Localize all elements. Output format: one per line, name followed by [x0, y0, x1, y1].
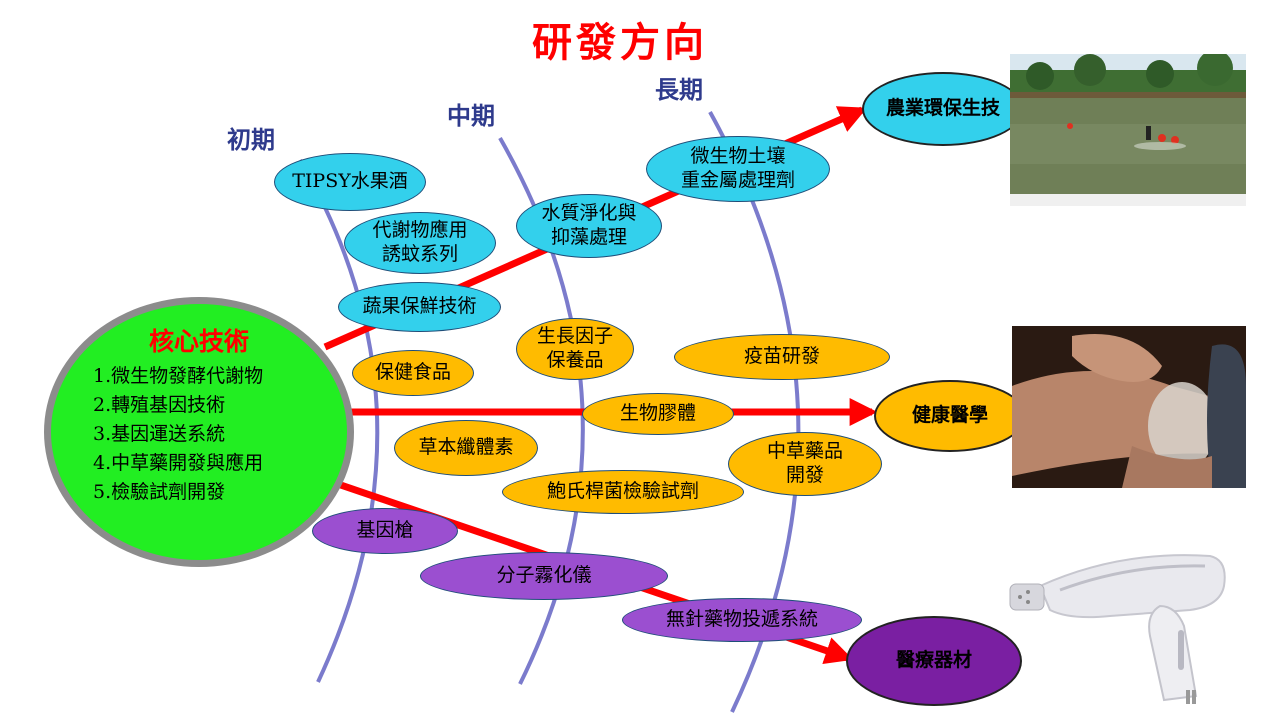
core-list: 1.微生物發酵代謝物 2.轉殖基因技術 3.基因運送系統 4.中草藥開發與應用 … — [93, 362, 263, 507]
node-bio-colloid: 生物膠體 — [582, 393, 734, 435]
goal-medical-device: 醫療器材 — [846, 616, 1022, 706]
core-item: 4.中草藥開發與應用 — [93, 452, 264, 474]
node-tipsy-wine: TIPSY水果酒 — [274, 153, 426, 211]
core-title: 核心技術 — [148, 327, 249, 356]
node-health-food: 保健食品 — [352, 350, 474, 396]
skin-patch-photo — [1012, 326, 1246, 488]
node-growth-factor: 生長因子保養品 — [516, 318, 634, 380]
core-technology: 核心技術 1.微生物發酵代謝物 2.轉殖基因技術 3.基因運送系統 4.中草藥開… — [44, 297, 354, 567]
node-water-purification: 水質淨化與抑藻處理 — [516, 194, 662, 258]
node-produce-preservation: 蔬果保鮮技術 — [338, 282, 501, 332]
node-herbal-drug: 中草藥品開發 — [728, 432, 882, 496]
node-vaccine: 疫苗研發 — [674, 334, 890, 380]
core-item: 3.基因運送系統 — [93, 423, 226, 445]
phase-label-mid: 中期 — [447, 101, 495, 130]
goal-agri-biotech: 農業環保生技 — [862, 72, 1024, 146]
node-metabolite-mosquito: 代謝物應用誘蚊系列 — [344, 212, 496, 274]
node-gene-gun: 基因槍 — [312, 508, 458, 554]
core-item: 5.檢驗試劑開發 — [93, 481, 226, 503]
node-molecular-nebulizer: 分子霧化儀 — [420, 552, 668, 600]
node-herbal-slim: 草本纖體素 — [394, 420, 538, 476]
injector-device-image — [1000, 546, 1236, 706]
lake-photo — [1010, 54, 1246, 206]
core-item: 1.微生物發酵代謝物 — [93, 365, 264, 387]
node-needle-free-delivery: 無針藥物投遞系統 — [622, 598, 862, 642]
goal-health-medicine: 健康醫學 — [874, 380, 1026, 452]
node-soil-heavy-metal: 微生物土壤重金屬處理劑 — [646, 136, 830, 202]
core-item: 2.轉殖基因技術 — [93, 394, 226, 416]
page-title: 研發方向 — [532, 19, 708, 66]
phase-label-early: 初期 — [227, 125, 275, 154]
node-baumannii-test: 鮑氏桿菌檢驗試劑 — [502, 470, 744, 514]
phase-label-long: 長期 — [655, 75, 703, 104]
